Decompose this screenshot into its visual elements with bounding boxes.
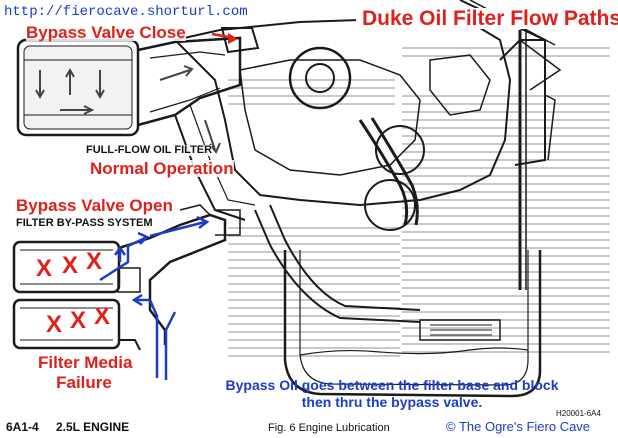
full-flow-filter-caption: FULL-FLOW OIL FILTER bbox=[86, 144, 213, 156]
upper-filter-flow-arrows bbox=[35, 65, 221, 154]
page-reference: 6A1-4 bbox=[6, 420, 39, 434]
oil-pickup-tube bbox=[254, 204, 421, 323]
bypass-oil-note-line2: then thru the bypass valve. bbox=[301, 393, 483, 410]
x-mark: X bbox=[62, 252, 79, 279]
bypass-system-caption: FILTER BY-PASS SYSTEM bbox=[16, 217, 153, 229]
normal-operation-label: Normal Operation bbox=[90, 159, 234, 178]
figure-code: H20001-6A4 bbox=[556, 409, 601, 418]
figure-caption: Fig. 6 Engine Lubrication bbox=[268, 422, 390, 434]
filter-media-failure-line1: Filter Media bbox=[38, 353, 133, 372]
bypass-valve-open-label: Bypass Valve Open bbox=[16, 196, 173, 215]
copyright-notice: © The Ogre's Fiero Cave bbox=[446, 419, 591, 434]
source-url-watermark: http://fierocave.shorturl.com bbox=[4, 4, 248, 20]
dipstick bbox=[518, 30, 562, 290]
diagram-title: Duke Oil Filter Flow Paths bbox=[356, 8, 618, 29]
oil-pan bbox=[283, 250, 542, 398]
bypass-oil-note: Bypass Oil goes between the filter base … bbox=[180, 377, 604, 411]
bypass-valve-close-label: Bypass Valve Close bbox=[26, 23, 186, 42]
x-mark: X bbox=[86, 248, 103, 275]
background-text-block bbox=[228, 47, 610, 357]
bypass-flow-paths bbox=[99, 215, 210, 380]
engine-label: 2.5L ENGINE bbox=[56, 420, 130, 434]
x-mark: X bbox=[46, 311, 63, 338]
filter-media-failure-line2: Failure bbox=[38, 374, 130, 391]
bypass-filter-assembly bbox=[12, 204, 241, 351]
bypass-oil-note-line1: Bypass Oil goes between the filter base … bbox=[225, 377, 559, 393]
x-mark: X bbox=[70, 307, 87, 334]
engine-block bbox=[173, 0, 556, 231]
x-mark: X bbox=[36, 255, 53, 282]
bypass-close-arrow bbox=[211, 32, 238, 44]
x-mark: X bbox=[94, 303, 111, 330]
full-flow-filter-assembly bbox=[16, 27, 260, 221]
